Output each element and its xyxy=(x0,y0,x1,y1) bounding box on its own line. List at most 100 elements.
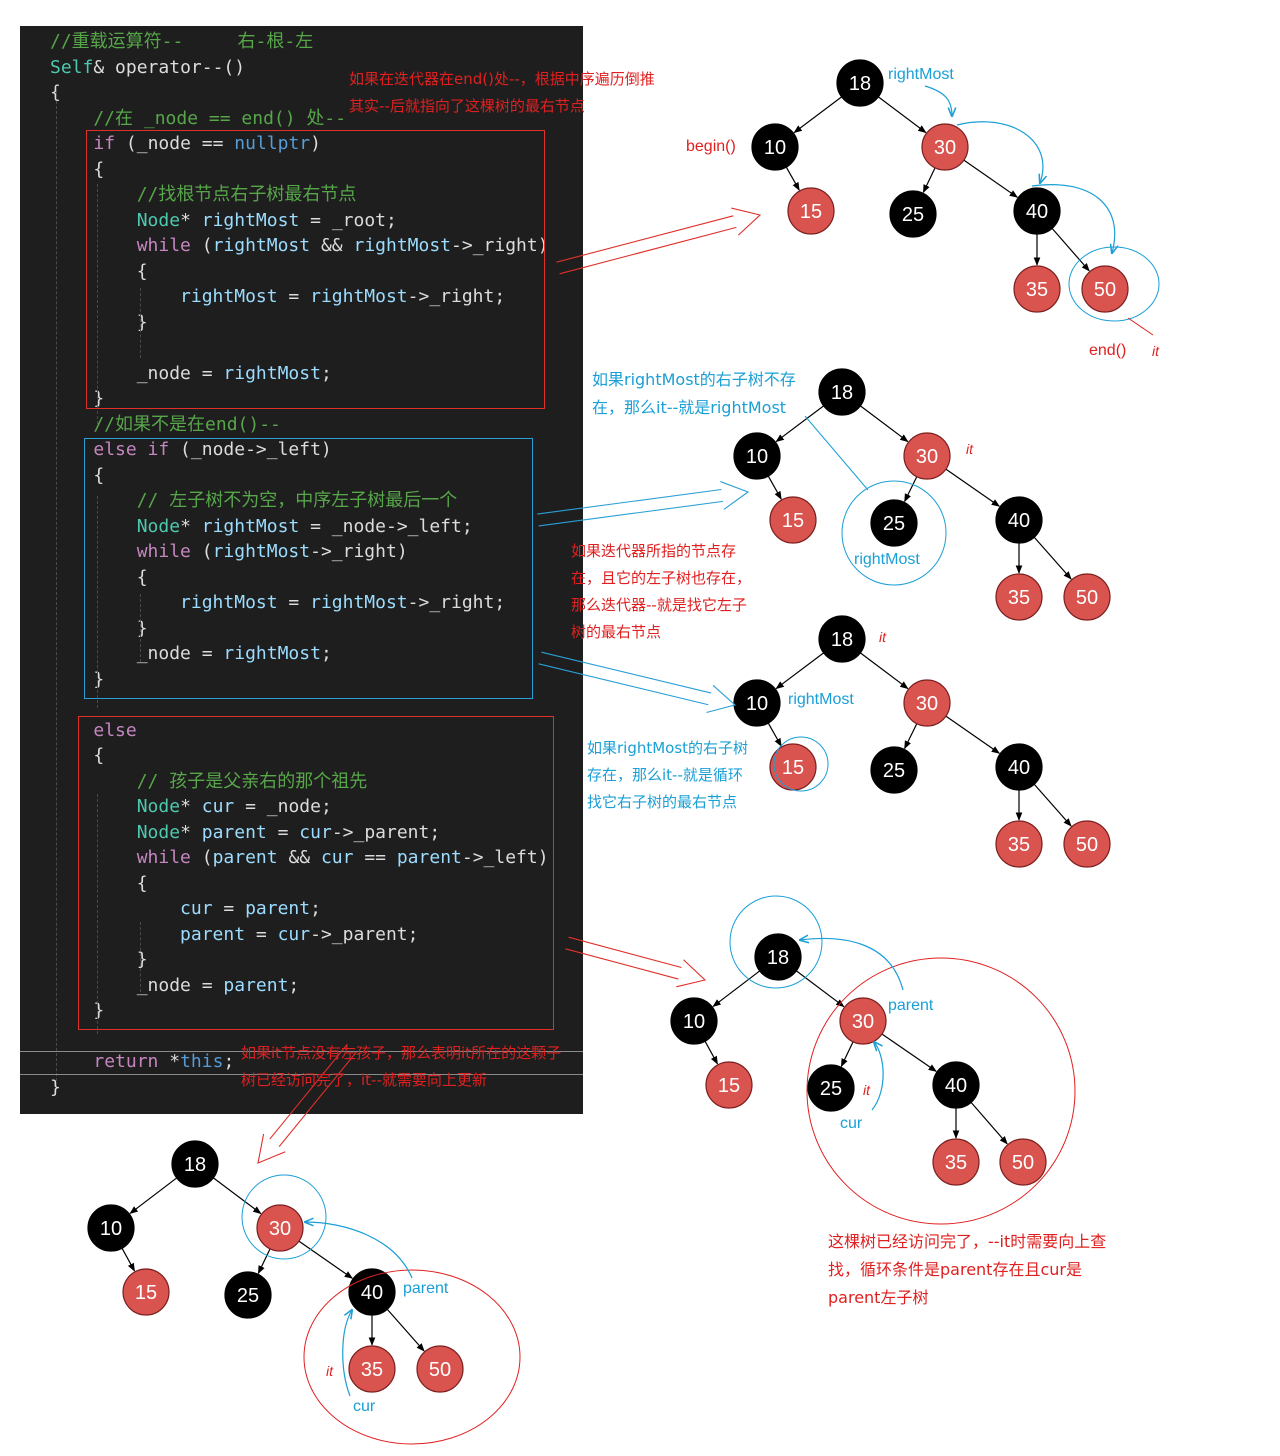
note-end-case: 如果在迭代器在end()处--，根据中序遍历倒推 其实--后就指向了这棵树的最右… xyxy=(349,66,655,120)
code-token: else if xyxy=(93,439,170,460)
tree-node-key: 15 xyxy=(782,757,804,779)
code-token: rightMost xyxy=(201,515,300,537)
indent-guide xyxy=(140,922,141,992)
tree-node-key: 35 xyxy=(1026,279,1048,301)
code-token: return xyxy=(93,1051,159,1072)
label-it: it xyxy=(863,1082,871,1098)
else-box xyxy=(78,716,554,1030)
code-token: cur xyxy=(180,898,213,919)
code-token: cur xyxy=(320,847,354,868)
tree-node xyxy=(995,820,1043,868)
tree-edge xyxy=(793,96,842,134)
code-line: // 孩子是父亲右的那个祖先 xyxy=(50,769,368,794)
code-token: = xyxy=(245,923,278,945)
code-token: ; xyxy=(386,209,397,231)
tree-node xyxy=(818,615,866,663)
else-if-left-box xyxy=(84,438,533,699)
traverse-arrow xyxy=(871,1042,884,1111)
code-line: _node = rightMost; xyxy=(50,361,332,386)
code-line: Self& operator--() xyxy=(50,55,245,80)
arrow-shaft xyxy=(537,488,722,515)
code-token: && xyxy=(310,235,354,256)
code-token: rightMost xyxy=(310,286,408,307)
code-line: return *this; xyxy=(50,1049,234,1074)
tree-node-key: 15 xyxy=(135,1282,157,1304)
tree-edge xyxy=(213,1177,262,1215)
code-token: == xyxy=(353,847,397,868)
code-token: ( xyxy=(190,235,213,256)
code-token: = _node->_left; xyxy=(299,515,473,537)
tree-node-key: 15 xyxy=(718,1075,740,1097)
code-token: _node = xyxy=(50,362,224,384)
ink-mark xyxy=(20,1074,583,1075)
tree-edge xyxy=(860,405,909,443)
label-rightmost: rightMost xyxy=(788,691,854,708)
code-token: this xyxy=(180,1051,224,1072)
tree-node xyxy=(921,123,969,171)
tree-node-key: 40 xyxy=(1008,510,1030,532)
code-line: { xyxy=(50,463,104,488)
tree-node-key: 35 xyxy=(361,1359,383,1381)
code-token: parent xyxy=(245,898,311,919)
tree-node xyxy=(995,496,1043,544)
code-token: ->_left) xyxy=(461,847,549,868)
tree-edge xyxy=(775,652,824,690)
code-token: rightMost xyxy=(223,643,321,664)
code-token: _node xyxy=(136,133,191,154)
code-line: //重载运算符-- 右-根-左 xyxy=(50,29,313,54)
traverse-arrow xyxy=(924,85,952,116)
tree-node xyxy=(348,1345,396,1393)
arrow-head xyxy=(257,1133,286,1164)
note-line: 其实--后就指向了这棵树的最右节点 xyxy=(349,97,585,115)
code-line: if (_node == nullptr) xyxy=(50,131,321,156)
tree-node xyxy=(870,746,918,794)
label-parent: parent xyxy=(888,997,934,1014)
tree-edge xyxy=(945,715,1000,754)
traverse-arrow xyxy=(1031,184,1115,253)
code-token: ->_parent; xyxy=(310,923,419,945)
tree-node-key: 15 xyxy=(782,510,804,532)
if-nullptr-box xyxy=(86,130,545,409)
arrow-head xyxy=(731,207,762,236)
code-token: = xyxy=(277,286,311,307)
code-line: } xyxy=(50,386,104,411)
code-token: ->_parent; xyxy=(331,821,441,843)
code-token: else xyxy=(93,719,137,741)
arrow-shaft xyxy=(565,948,679,980)
code-token: (_node->_left) xyxy=(169,439,332,460)
tree-edge xyxy=(922,167,936,194)
note-visited-done: 这棵树已经访问完了，--it时需要向上查 找，循环条件是parent存在且cur… xyxy=(828,1228,1106,1312)
tree-node-key: 35 xyxy=(1008,834,1030,856)
arrow-shaft xyxy=(541,651,712,694)
note-line: 这棵树已经访问完了，--it时需要向上查 xyxy=(828,1232,1107,1251)
indent-guide xyxy=(140,594,141,662)
tree-node-key: 10 xyxy=(764,137,786,159)
tree-node-key: 10 xyxy=(100,1218,122,1240)
double-arrow xyxy=(565,936,707,988)
code-token: parent xyxy=(212,847,278,868)
double-arrow xyxy=(257,1043,358,1164)
tree-node-key: 50 xyxy=(429,1359,451,1381)
tree-edge xyxy=(1051,227,1090,272)
tree-node xyxy=(256,1204,304,1252)
code-token: while xyxy=(136,541,191,562)
tree-node xyxy=(1063,573,1111,621)
tree-node xyxy=(995,743,1043,791)
traverse-arrow xyxy=(342,1310,352,1397)
code-token: ( xyxy=(190,847,213,868)
tree-node xyxy=(171,1140,219,1188)
tree-node xyxy=(754,933,802,981)
code-token: ; xyxy=(320,643,332,664)
tree-edge xyxy=(767,475,782,500)
label-rightmost: rightMost xyxy=(854,551,920,568)
traverse-arrow xyxy=(956,121,1043,183)
code-line: else if (_node->_left) xyxy=(50,437,332,462)
code-token: ; xyxy=(310,898,321,919)
code-token: { xyxy=(50,464,105,486)
code-line: while (parent && cur == parent->_left) xyxy=(50,845,549,870)
code-token: } xyxy=(50,388,105,409)
tree-node xyxy=(1013,265,1061,313)
code-line: while (rightMost->_right) xyxy=(50,539,408,564)
